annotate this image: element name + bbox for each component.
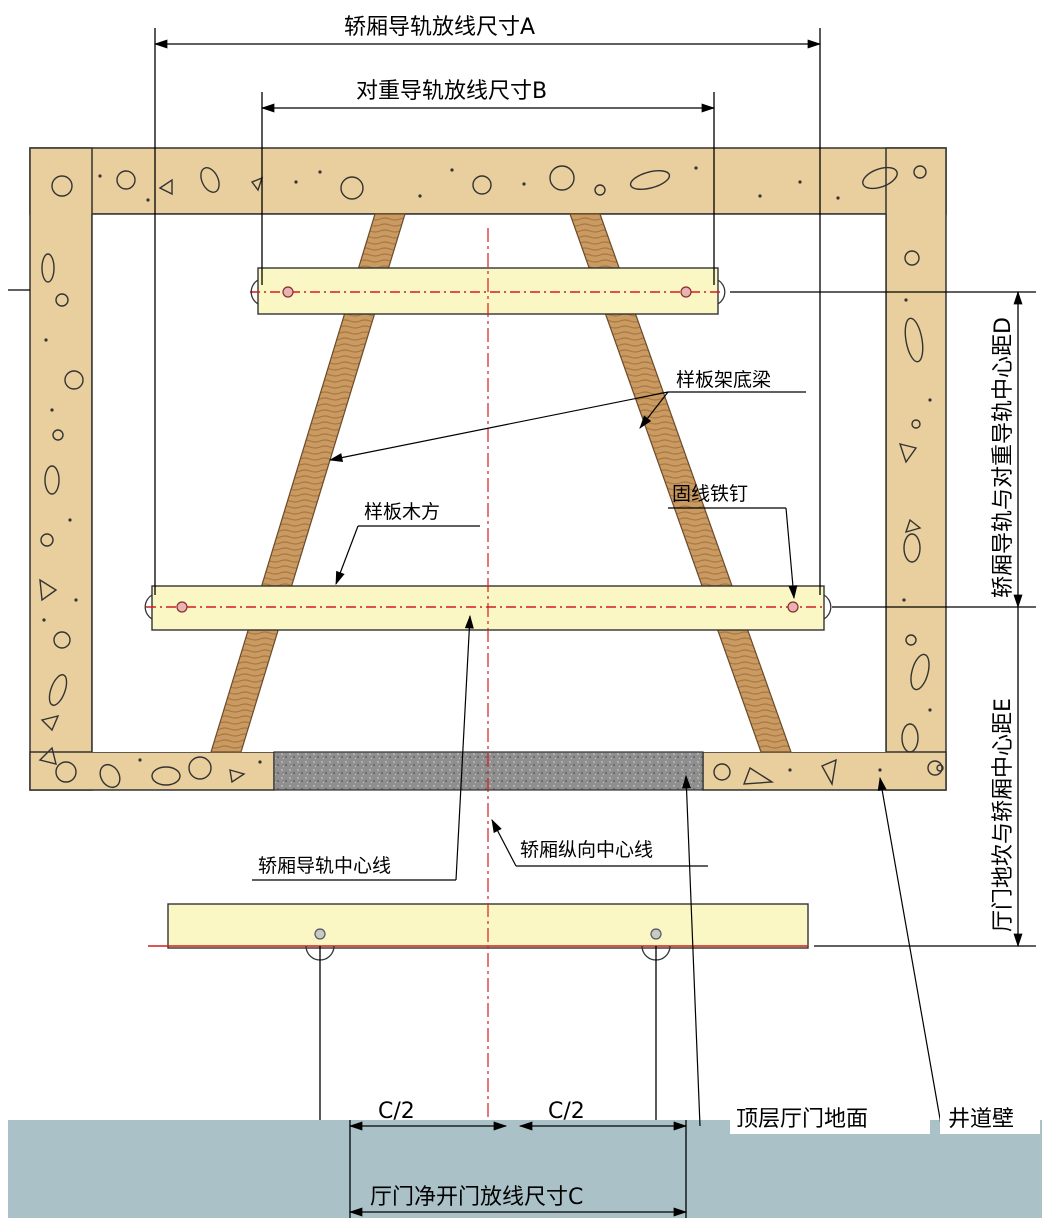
leader-rail-centerline <box>252 614 474 881</box>
leader-landing-wall <box>681 774 943 1131</box>
leader-bottom-beam <box>328 391 806 462</box>
dimension-a <box>153 28 822 595</box>
leader-template-timber <box>335 525 480 586</box>
leader-fixing-nail <box>668 507 798 600</box>
string-lines <box>146 291 826 947</box>
dimension-a-label: 轿厢导轨放线尺寸A <box>344 15 535 40</box>
label-landing-floor: 顶层厅门地面 <box>736 1107 868 1132</box>
dimension-e-label: 厅门地坎与轿厢中心距E <box>991 698 1016 932</box>
shaft-wall <box>29 147 947 791</box>
wall-label-box <box>940 1100 1040 1134</box>
dimension-c <box>319 946 688 1218</box>
label-shaft-wall: 井道壁 <box>948 1107 1014 1132</box>
label-template-timber: 样板木方 <box>364 501 440 523</box>
label-half-c-left: C/2 <box>378 1099 415 1124</box>
label-half-c-right: C/2 <box>548 1099 585 1124</box>
dimension-b <box>260 92 716 285</box>
nail-icon <box>787 601 799 613</box>
nail-icon <box>282 286 294 298</box>
label-rail-centerline: 轿厢导轨中心线 <box>258 855 391 877</box>
nail-icon <box>314 928 326 940</box>
landing-label-box <box>730 1100 930 1134</box>
leader-long-centerline <box>491 819 708 867</box>
nail-icon <box>176 601 188 613</box>
label-fixing-nail: 固线铁钉 <box>672 483 748 505</box>
nail-icon <box>680 286 692 298</box>
label-door-dim-c: 厅门净开门放线尺寸C <box>370 1185 583 1210</box>
label-bottom-beam: 样板架底梁 <box>676 369 771 391</box>
fixing-nails <box>176 286 799 940</box>
concrete-specks <box>42 166 932 772</box>
label-long-centerline: 轿厢纵向中心线 <box>520 839 653 861</box>
bottom-band <box>8 1120 1042 1218</box>
dimension-d-e <box>8 289 1036 948</box>
concrete-aggregate <box>38 165 944 789</box>
dimension-b-label: 对重导轨放线尺寸B <box>356 79 547 104</box>
nail-icon <box>650 928 662 940</box>
dimension-d-label: 轿厢导轨与对重导轨中心距D <box>991 317 1016 598</box>
